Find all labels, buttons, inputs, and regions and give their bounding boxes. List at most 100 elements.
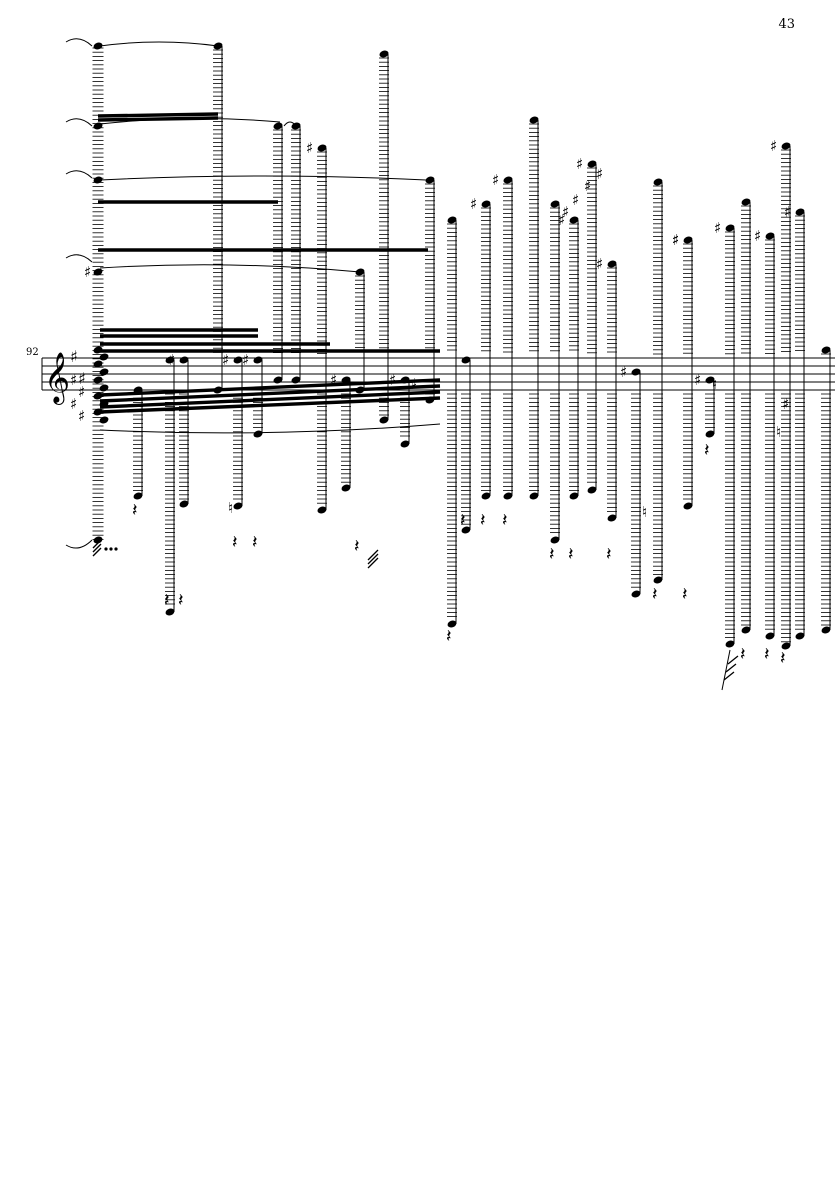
notehead bbox=[317, 144, 327, 152]
tie bbox=[99, 117, 281, 125]
notehead bbox=[93, 268, 103, 276]
sharp-accidental: ♯ bbox=[242, 351, 249, 369]
notehead bbox=[607, 514, 617, 522]
sharp-accidental: ♯ bbox=[576, 155, 583, 173]
tie bbox=[65, 539, 93, 549]
sharp-accidental: ♯ bbox=[410, 375, 417, 393]
notehead bbox=[253, 430, 263, 438]
notehead bbox=[291, 376, 301, 384]
notehead bbox=[631, 368, 641, 376]
quarter-rest: 𝄽 bbox=[446, 626, 452, 647]
quarter-rest: 𝄽 bbox=[764, 644, 770, 665]
quarter-rest: 𝄽 bbox=[606, 544, 612, 565]
sharp-accidental: ♯ bbox=[558, 211, 565, 229]
notehead bbox=[93, 122, 103, 130]
tie bbox=[99, 41, 219, 47]
notehead bbox=[447, 620, 457, 628]
key-signature-sharp: ♯ bbox=[78, 369, 86, 388]
sharp-accidental: ♯ bbox=[84, 263, 91, 281]
measure-number: 92 bbox=[26, 347, 39, 358]
beam bbox=[99, 390, 441, 409]
notehead bbox=[99, 353, 109, 361]
quarter-rest: 𝄽 bbox=[704, 440, 710, 461]
notehead bbox=[447, 216, 457, 224]
notehead bbox=[569, 492, 579, 500]
quarter-rest: 𝄽 bbox=[164, 590, 170, 611]
notehead bbox=[481, 492, 491, 500]
notehead bbox=[481, 200, 491, 208]
notehead bbox=[253, 356, 263, 364]
notehead bbox=[705, 430, 715, 438]
notehead bbox=[653, 576, 663, 584]
quarter-rest: 𝄽 bbox=[252, 532, 258, 553]
notehead bbox=[341, 376, 351, 384]
notehead bbox=[355, 268, 365, 276]
notehead bbox=[291, 122, 301, 130]
quarter-rest: 𝄽 bbox=[178, 590, 184, 611]
treble-clef: 𝄞 bbox=[44, 352, 70, 405]
sharp-accidental: ♯ bbox=[492, 171, 499, 189]
beam bbox=[99, 384, 441, 403]
augmentation-dot bbox=[104, 547, 108, 551]
notehead bbox=[165, 608, 175, 616]
notehead bbox=[93, 360, 103, 368]
quarter-rest: 𝄽 bbox=[682, 584, 688, 605]
quarter-rest: 𝄽 bbox=[480, 510, 486, 531]
notehead bbox=[683, 236, 693, 244]
tie bbox=[65, 118, 93, 127]
sharp-accidental: ♯ bbox=[389, 371, 396, 389]
notehead bbox=[425, 176, 435, 184]
notehead bbox=[93, 376, 103, 384]
sharp-accidental: ♯ bbox=[754, 227, 761, 245]
notehead bbox=[529, 116, 539, 124]
notehead bbox=[317, 506, 327, 514]
augmentation-dot bbox=[109, 547, 113, 551]
sharp-accidental: ♯ bbox=[782, 395, 789, 413]
notehead bbox=[607, 260, 617, 268]
sharp-accidental: ♯ bbox=[784, 203, 791, 221]
notehead bbox=[741, 626, 751, 634]
natural-accidental: ♮ bbox=[776, 423, 781, 441]
notehead bbox=[503, 176, 513, 184]
notehead bbox=[461, 356, 471, 364]
tremolo-marks bbox=[723, 655, 739, 681]
tie bbox=[99, 264, 361, 273]
notehead bbox=[233, 356, 243, 364]
natural-accidental: ♮ bbox=[712, 375, 717, 393]
notehead bbox=[587, 160, 597, 168]
sharp-accidental: ♯ bbox=[694, 371, 701, 389]
notehead bbox=[179, 500, 189, 508]
notehead bbox=[569, 216, 579, 224]
notehead bbox=[99, 416, 109, 424]
sharp-accidental: ♯ bbox=[572, 191, 579, 209]
sharp-accidental: ♯ bbox=[470, 195, 477, 213]
notehead bbox=[93, 176, 103, 184]
sharp-accidental: ♯ bbox=[672, 231, 679, 249]
notehead bbox=[653, 178, 663, 186]
notehead bbox=[461, 526, 471, 534]
sharp-accidental: ♯ bbox=[620, 363, 627, 381]
sharp-accidental: ♯ bbox=[584, 177, 591, 195]
notehead bbox=[379, 50, 389, 58]
notehead bbox=[400, 376, 410, 384]
notehead bbox=[425, 396, 435, 404]
notehead bbox=[705, 376, 715, 384]
notehead bbox=[795, 632, 805, 640]
quarter-rest: 𝄽 bbox=[502, 510, 508, 531]
quarter-rest: 𝄽 bbox=[460, 510, 466, 531]
tie bbox=[99, 175, 427, 181]
notehead bbox=[273, 376, 283, 384]
sharp-accidental: ♯ bbox=[306, 139, 313, 157]
notehead bbox=[133, 492, 143, 500]
sharp-accidental: ♯ bbox=[672, 231, 679, 249]
notehead bbox=[683, 502, 693, 510]
quarter-rest: 𝄽 bbox=[568, 544, 574, 565]
sharp-accidental: ♯ bbox=[596, 165, 603, 183]
quarter-rest: 𝄽 bbox=[354, 536, 360, 557]
notehead bbox=[503, 492, 513, 500]
tie bbox=[65, 254, 93, 263]
notehead bbox=[781, 642, 791, 650]
key-signature-sharp: ♯ bbox=[70, 347, 78, 366]
